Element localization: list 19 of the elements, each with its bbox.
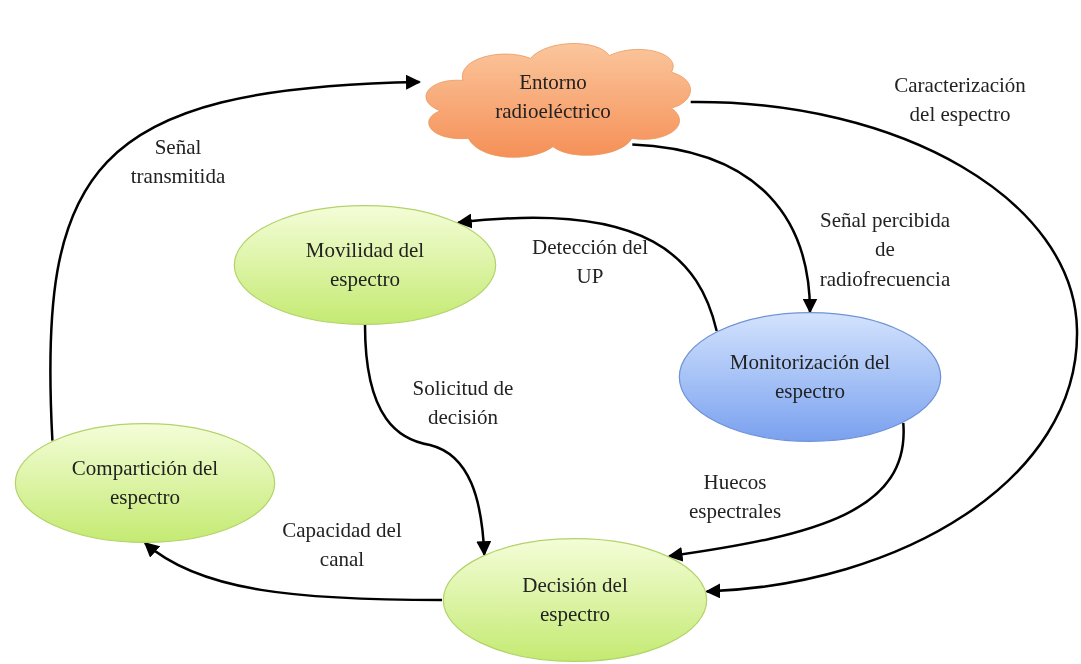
arrow xyxy=(143,542,442,602)
edge-label: Huecos espectrales xyxy=(687,468,783,525)
node-label: Movilidad del espectro xyxy=(304,236,426,293)
edge-label: Capacidad del canal xyxy=(281,516,403,573)
edge-label: Señal transmitida xyxy=(129,133,227,190)
arrow xyxy=(456,213,718,332)
edge-label: Señal percibida de radiofrecuencia xyxy=(818,206,952,293)
node-label: Compartición del espectro xyxy=(70,454,220,511)
node-label: Entorno radioeléctrico xyxy=(494,68,612,125)
edge-label: Solicitud de decisión xyxy=(411,374,515,431)
arrow xyxy=(363,324,491,557)
arrow xyxy=(49,75,421,441)
arrow xyxy=(690,100,1079,598)
edge-label: Detección del UP xyxy=(531,233,649,290)
arrow xyxy=(632,143,817,314)
arrow xyxy=(667,423,905,562)
node-label: Decisión del espectro xyxy=(521,571,629,628)
node-label: Monitorización del espectro xyxy=(728,348,892,405)
edge-label: Caracterización del espectro xyxy=(894,71,1026,128)
